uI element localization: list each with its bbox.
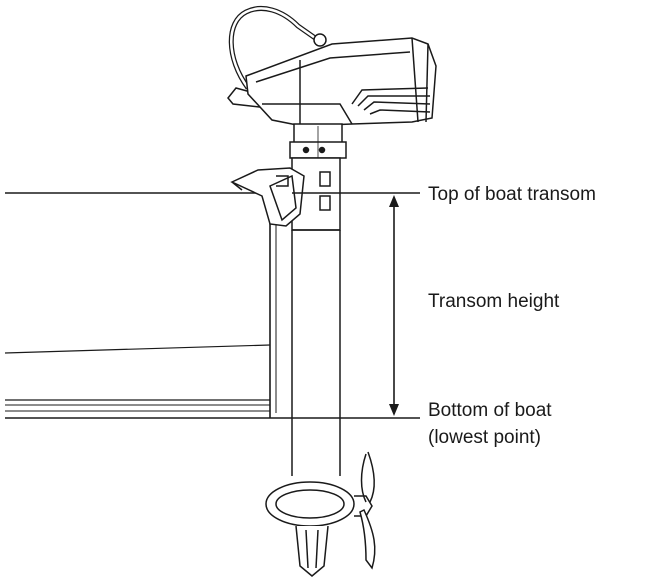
annotation-lines <box>292 192 420 419</box>
bottom-of-boat-label: Bottom of boat <box>428 400 552 421</box>
transom-height-label: Transom height <box>428 291 560 312</box>
dimension-arrow <box>389 195 399 416</box>
boat-hull-outline <box>4 192 292 419</box>
outboard-motor-illustration <box>227 6 437 577</box>
lowest-point-label: (lowest point) <box>428 427 541 448</box>
top-of-transom-label: Top of boat transom <box>428 184 596 205</box>
